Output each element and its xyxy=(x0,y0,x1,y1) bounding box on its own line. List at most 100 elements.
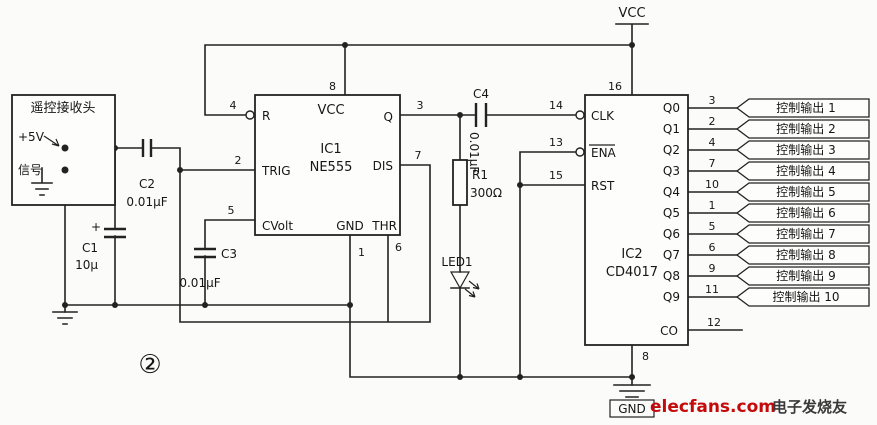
control-output-banner xyxy=(735,287,870,307)
pin-number-2: 2 xyxy=(235,154,242,167)
ic1-pin-dis: DIS xyxy=(373,159,393,173)
c3-value: 0.01μF xyxy=(179,276,220,290)
ic2-pin-co: CO xyxy=(660,324,678,338)
ic2-cd4017: CLK ENA RST CO IC2 CD4017 16 14 13 15 12… xyxy=(549,80,721,363)
remote-receiver: 遥控接收头 +5V 信号 xyxy=(11,94,116,206)
control-output-banner xyxy=(735,140,870,160)
vcc-label: VCC xyxy=(618,6,645,21)
output-row: Q0 3 控制输出 1 xyxy=(663,94,870,118)
receiver-terminal xyxy=(61,144,69,152)
control-output-label: 控制输出 4 xyxy=(776,163,835,178)
ic2-pin-clk: CLK xyxy=(591,109,615,123)
control-output-label: 控制输出 9 xyxy=(776,268,835,283)
q-output-label: Q2 xyxy=(663,143,680,157)
control-output-banner xyxy=(735,224,870,244)
pin-number: 5 xyxy=(709,220,716,233)
pin-number-8: 8 xyxy=(329,80,336,93)
led1-name: LED1 xyxy=(441,255,472,269)
r1-value: 300Ω xyxy=(470,186,502,200)
pin-number-16: 16 xyxy=(608,80,622,93)
c4-capacitor: C4 0.01μF xyxy=(467,87,489,173)
reset-pin-bubble-icon xyxy=(245,110,255,120)
ic1-pin-trig: TRIG xyxy=(261,164,291,178)
q-output-label: Q6 xyxy=(663,227,680,241)
receiver-5v-label: +5V xyxy=(18,130,45,144)
pin-number-6: 6 xyxy=(395,241,402,254)
output-row: Q6 5 控制输出 7 xyxy=(663,220,870,244)
q-output-label: Q5 xyxy=(663,206,680,220)
watermark-brand: elecfans.com xyxy=(650,397,776,417)
q-output-label: Q1 xyxy=(663,122,680,136)
output-row: Q5 1 控制输出 6 xyxy=(663,199,870,223)
c2-name: C2 xyxy=(139,177,155,191)
output-row: Q8 9 控制输出 9 xyxy=(663,262,870,286)
c1-polarity: + xyxy=(91,220,101,234)
q-output-label: Q0 xyxy=(663,101,680,115)
watermark: elecfans.com 电子发烧友 xyxy=(650,397,847,417)
ground-symbol-main: GND xyxy=(609,384,655,418)
pin-number-3: 3 xyxy=(417,99,424,112)
control-output-label: 控制输出 3 xyxy=(776,142,835,157)
q-output-label: Q8 xyxy=(663,269,680,283)
ic1-ne555: R VCC Q TRIG DIS CVolt GND THR IC1 NE555… xyxy=(228,80,424,259)
control-output-banner xyxy=(735,98,870,118)
ic1-pin-vcc: VCC xyxy=(317,103,344,118)
circuit-wires xyxy=(64,23,743,386)
ena-pin-bubble-icon xyxy=(575,147,585,157)
ic2-pin-ena: ENA xyxy=(591,146,617,160)
q-output-label: Q9 xyxy=(663,290,680,304)
control-output-label: 控制输出 1 xyxy=(776,100,835,115)
ic1-part: NE555 xyxy=(310,160,353,175)
c1-name: C1 xyxy=(82,241,98,255)
control-output-banner xyxy=(735,182,870,202)
pin-number-14: 14 xyxy=(549,99,563,112)
receiver-ground-icon xyxy=(31,167,53,196)
pin-number: 2 xyxy=(709,115,716,128)
control-output-banner xyxy=(735,161,870,181)
output-row: Q9 11 控制输出 10 xyxy=(663,283,870,307)
output-row: Q1 2 控制输出 2 xyxy=(663,115,870,139)
c4-value: 0.01μF xyxy=(467,132,481,173)
c2-capacitor: C2 0.01μF xyxy=(126,139,168,209)
pin-number: 4 xyxy=(709,136,716,149)
r1-resistor: R1 300Ω xyxy=(452,159,502,206)
receiver-title: 遥控接收头 xyxy=(30,100,95,116)
control-output-label: 控制输出 6 xyxy=(776,205,835,220)
control-output-label: 控制输出 5 xyxy=(776,184,835,199)
ic2-part: CD4017 xyxy=(606,265,658,280)
ic1-name: IC1 xyxy=(320,142,341,157)
control-output-label: 控制输出 8 xyxy=(776,247,835,262)
output-row: Q4 10 控制输出 5 xyxy=(663,178,870,202)
control-output-label: 控制输出 7 xyxy=(776,226,835,241)
receiver-5v-arrow-icon xyxy=(43,135,60,147)
figure-number: ② xyxy=(138,350,161,380)
control-output-banner xyxy=(735,266,870,286)
c3-name: C3 xyxy=(221,247,237,261)
control-output-label: 控制输出 10 xyxy=(772,289,839,304)
q-output-label: Q7 xyxy=(663,248,680,262)
pin-number-5: 5 xyxy=(228,204,235,217)
receiver-terminal xyxy=(61,166,69,174)
ic2-pin-rst: RST xyxy=(591,179,615,193)
q-output-label: Q4 xyxy=(663,185,680,199)
ic1-pin-cvolt: CVolt xyxy=(262,219,293,233)
output-row: Q3 7 控制输出 4 xyxy=(663,157,870,181)
led1-diode: LED1 xyxy=(441,255,480,298)
junction-dots xyxy=(62,42,635,380)
pin-number: 11 xyxy=(705,283,719,296)
pin-number-8: 8 xyxy=(642,350,649,363)
pin-number: 1 xyxy=(709,199,716,212)
control-output-label: 控制输出 2 xyxy=(776,121,835,136)
pin-number: 6 xyxy=(709,241,716,254)
c1-capacitor: + C1 10μ xyxy=(75,220,126,272)
pin-number: 9 xyxy=(709,262,716,275)
ic1-pin-r: R xyxy=(262,109,270,123)
watermark-site-name: 电子发烧友 xyxy=(772,398,847,416)
c4-name: C4 xyxy=(473,87,489,101)
ground-symbol-left-icon xyxy=(52,311,78,325)
ic1-pin-q: Q xyxy=(384,110,393,124)
pin-number: 7 xyxy=(709,157,716,170)
pin-number-1: 1 xyxy=(358,246,365,259)
